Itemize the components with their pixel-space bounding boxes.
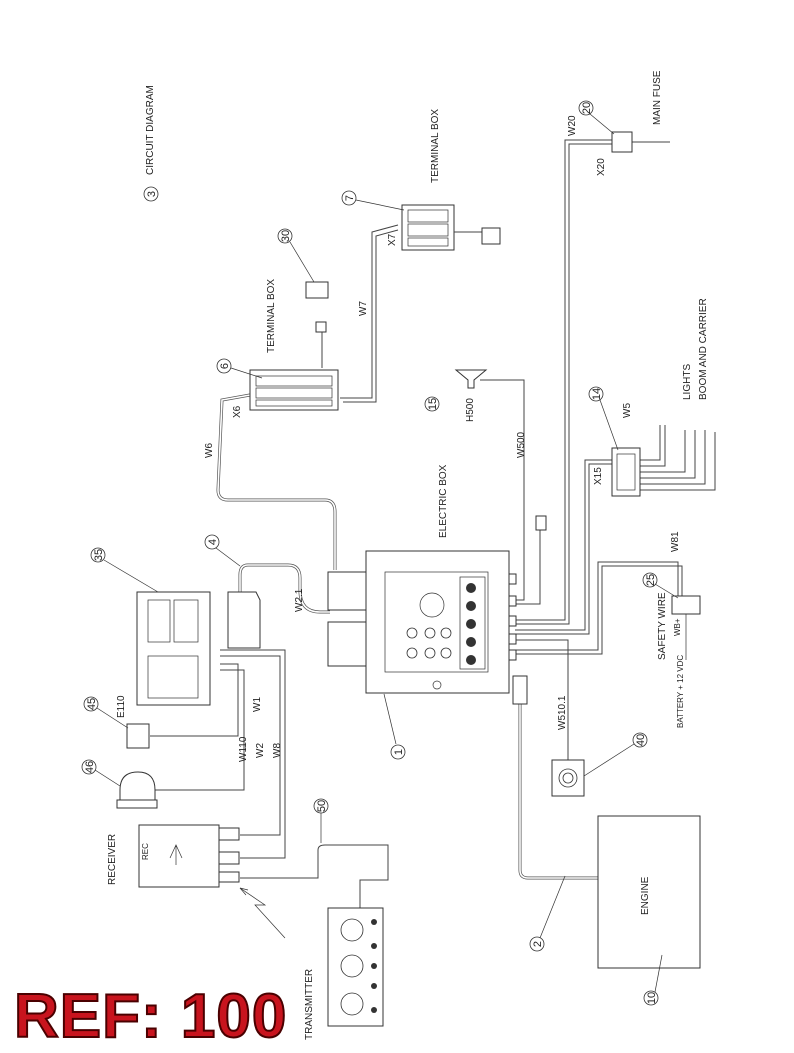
terminal-box-7: TERMINAL BOX X7 7 <box>341 109 501 251</box>
svg-text:15: 15 <box>427 398 439 410</box>
transmitter-50: 50 TRANSMITTER <box>304 798 384 1040</box>
wire-w500: W500 <box>516 431 527 458</box>
svg-text:46: 46 <box>84 761 96 773</box>
svg-text:3: 3 <box>146 191 158 197</box>
electric-box-label: ELECTRIC BOX <box>438 464 449 538</box>
svg-text:25: 25 <box>645 574 657 586</box>
wire-w8: W8 <box>272 743 283 758</box>
horn-15: 15 H500 W500 <box>424 369 547 531</box>
connector-4: 4 W2.1 W6 W7 <box>204 301 369 649</box>
wire-wb-plus: WB+ <box>673 618 682 636</box>
wire-w81: W81 <box>670 531 681 552</box>
svg-text:20: 20 <box>581 102 593 114</box>
connector-x7: X7 <box>387 233 398 246</box>
main-fuse-20: 25 SAFETY WIRE BATTERY + 12 VDC WB+ W81 <box>642 531 701 728</box>
svg-text:14: 14 <box>591 388 603 400</box>
wiring <box>150 139 716 908</box>
engine-label: ENGINE <box>640 876 651 915</box>
wire-w5: W5 <box>622 403 633 418</box>
wire-w20: W20 <box>567 115 578 136</box>
wire-w2: W2 <box>255 743 266 758</box>
part-45: 46 <box>81 759 158 809</box>
svg-text:4: 4 <box>207 539 219 545</box>
wire-w2-1: W2.1 <box>294 588 305 612</box>
control-unit-35: 35 W1 W110 W2 W8 <box>90 547 283 762</box>
part-46: 40 W510.1 <box>551 695 648 797</box>
svg-text:6: 6 <box>219 363 231 369</box>
receiver-small-label: REC <box>141 843 150 860</box>
title-text: CIRCUIT DIAGRAM <box>145 85 156 175</box>
reference-label: REF: 100 <box>13 982 288 1051</box>
terminal-box-7-label: TERMINAL BOX <box>430 109 441 183</box>
wire-w110: W110 <box>238 736 249 762</box>
svg-text:2: 2 <box>532 941 544 947</box>
electric-box-switches <box>406 576 486 670</box>
svg-text:10: 10 <box>646 992 658 1004</box>
part-30: 30 <box>277 228 329 299</box>
connector-x6: X6 <box>232 405 243 418</box>
part-40: 45 E110 <box>83 695 150 749</box>
diagram-title: 3 CIRCUIT DIAGRAM <box>143 85 159 202</box>
terminal-box-6: TERMINAL BOX X6 6 <box>216 279 339 418</box>
connector-x15: X15 <box>593 467 604 485</box>
receiver: REC RECEIVER <box>107 824 286 939</box>
svg-text:40: 40 <box>635 734 647 746</box>
svg-text:1: 1 <box>393 749 405 755</box>
svg-text:50: 50 <box>316 800 328 812</box>
receiver-label: RECEIVER <box>107 834 118 885</box>
wire-w7: W7 <box>358 301 369 316</box>
svg-text:7: 7 <box>344 195 356 201</box>
horn-label: H500 <box>465 398 476 422</box>
wire-w6: W6 <box>204 443 215 458</box>
wire-w1: W1 <box>252 697 263 712</box>
terminal-box-6-label: TERMINAL BOX <box>266 279 277 353</box>
battery-label: BATTERY + 12 VDC <box>676 655 685 728</box>
lights-14: 14 LIGHTS BOOM AND CARRIER W5 X15 <box>588 298 709 497</box>
svg-text:35: 35 <box>93 549 105 561</box>
main-fuse-label: SAFETY WIRE <box>657 592 668 660</box>
lights-label: LIGHTS <box>682 364 693 400</box>
electric-box: ELECTRIC BOX 1 <box>327 464 528 760</box>
connector-x20: X20 <box>596 158 607 176</box>
lights-label-line2: BOOM AND CARRIER <box>698 298 709 400</box>
svg-text:30: 30 <box>280 230 292 242</box>
transmitter-label: TRANSMITTER <box>304 969 315 1040</box>
safety-wire-25: 20 MAIN FUSE X20 W20 <box>567 70 663 176</box>
engine-10: ENGINE 10 2 <box>529 815 701 1006</box>
connector-x11: E110 <box>116 695 127 718</box>
wire-w510-1: W510.1 <box>557 695 568 730</box>
safety-wire-label: MAIN FUSE <box>652 70 663 125</box>
svg-text:45: 45 <box>86 698 98 710</box>
